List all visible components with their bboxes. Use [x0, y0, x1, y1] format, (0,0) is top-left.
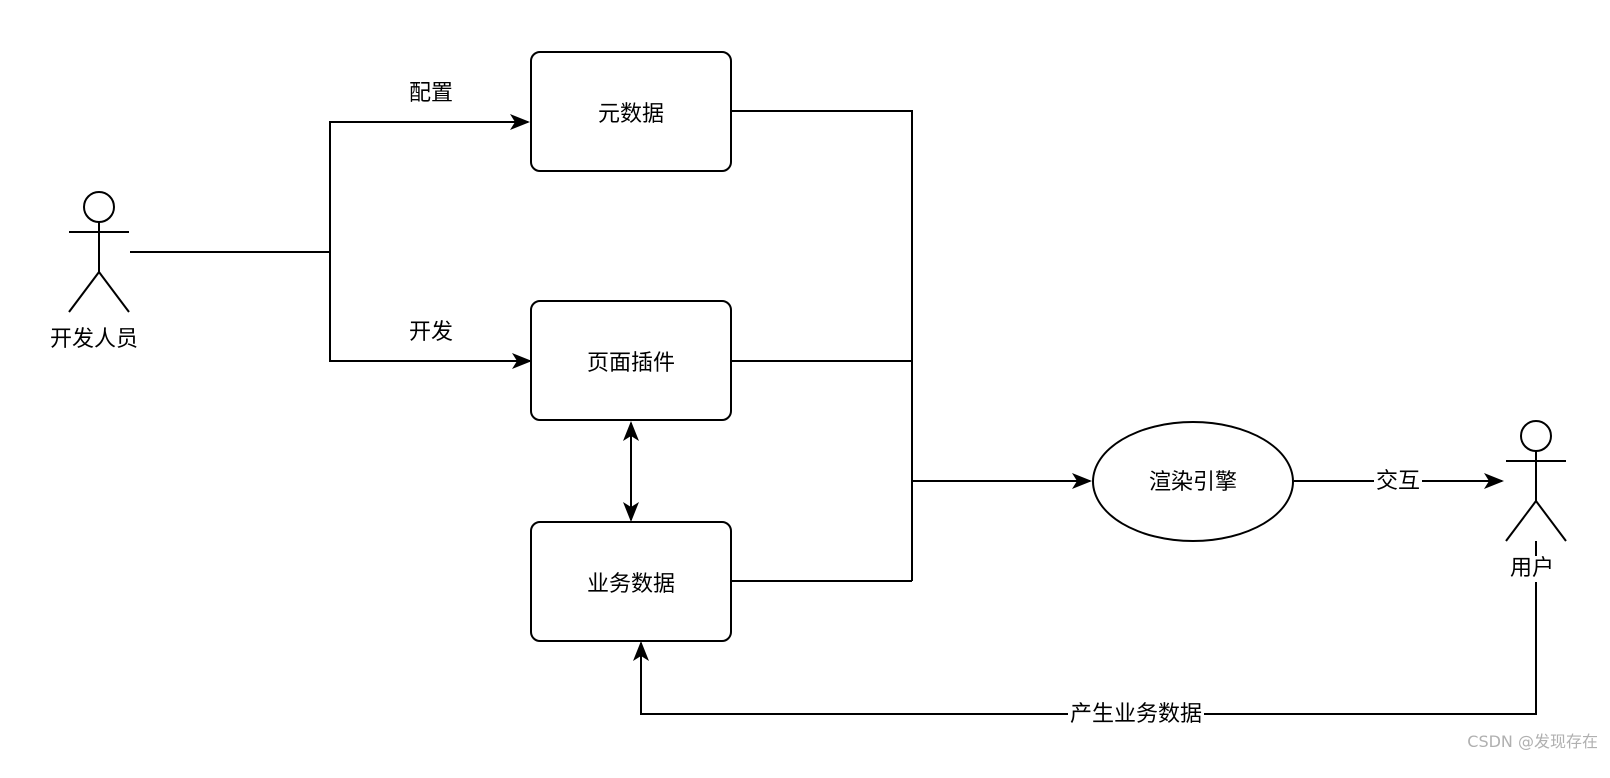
user-actor-figure — [1505, 420, 1567, 542]
developer-actor-figure — [68, 191, 130, 313]
edge-configure-label: 配置 — [409, 81, 454, 106]
node-page-plugin-label: 页面插件 — [586, 350, 675, 376]
edge-develop — [329, 252, 532, 369]
node-business-data: 业务数据 — [530, 521, 732, 642]
developer-label: 开发人员 — [50, 327, 139, 352]
edge-metadata-to-bus — [732, 110, 913, 581]
watermark: CSDN @发现存在 — [1467, 732, 1598, 751]
node-metadata: 元数据 — [530, 51, 732, 172]
edge-configure — [130, 114, 530, 253]
node-business-data-label: 业务数据 — [586, 571, 675, 597]
edge-generate-business-data-label: 产生业务数据 — [1068, 702, 1205, 728]
node-page-plugin: 页面插件 — [530, 300, 732, 421]
edge-generate-business-data — [633, 541, 1537, 715]
edge-interact-label: 交互 — [1374, 469, 1423, 495]
node-render-engine: 渲染引擎 — [1092, 421, 1294, 542]
user-label: 用户 — [1508, 556, 1557, 582]
node-render-engine-label: 渲染引擎 — [1148, 469, 1237, 495]
edge-develop-label: 开发 — [409, 320, 454, 345]
node-metadata-label: 元数据 — [597, 101, 664, 127]
